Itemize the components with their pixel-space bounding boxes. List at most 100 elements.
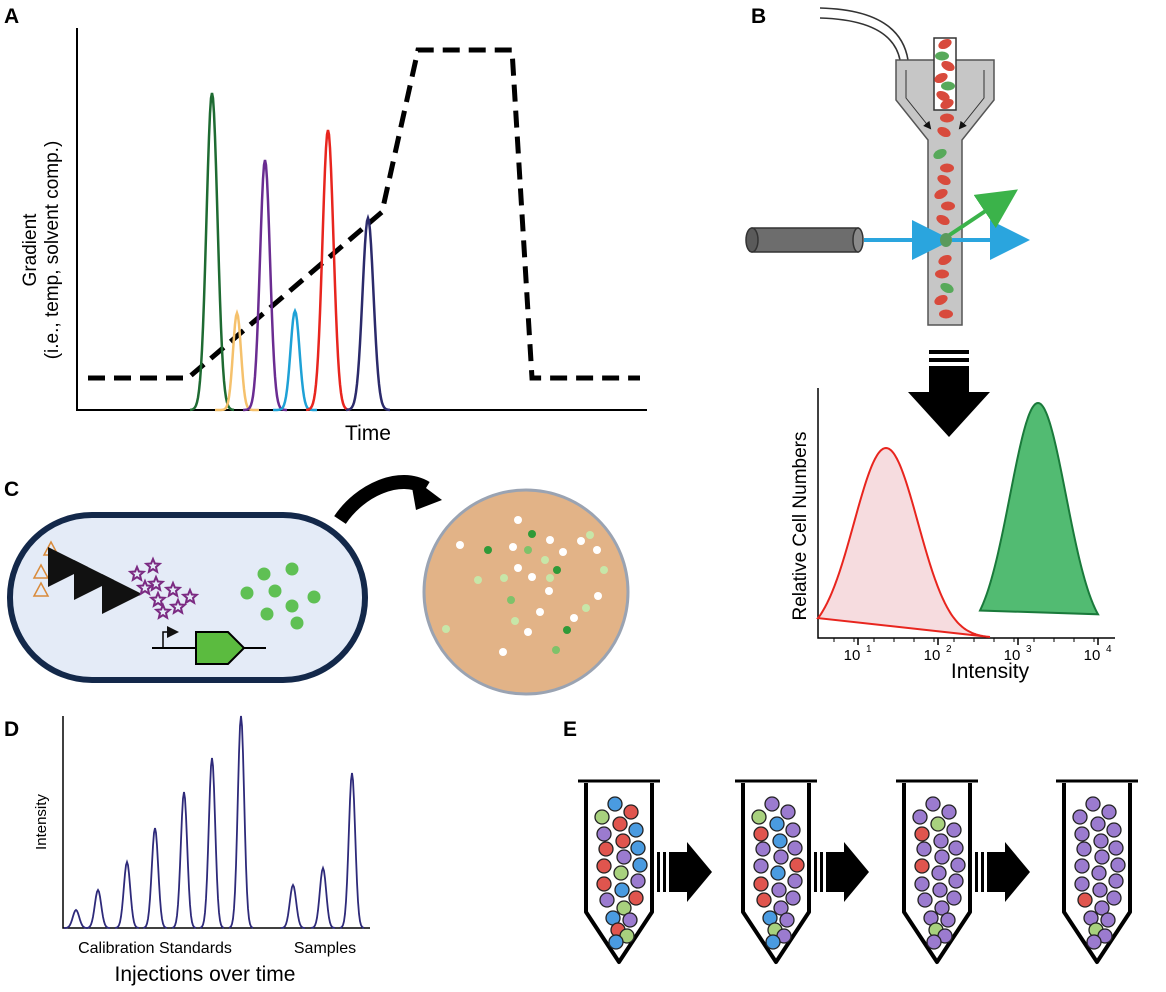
fluorescence-emission: [946, 189, 1018, 238]
bead: [596, 826, 612, 842]
bead: [1074, 826, 1090, 842]
histogram-axes: [817, 388, 1115, 639]
bead: [933, 833, 949, 849]
reporter-dot: [290, 616, 304, 630]
flow-cell-particle: [940, 98, 954, 110]
panel-a-label: A: [4, 5, 19, 28]
negative-population-curve: [816, 446, 991, 638]
bead: [946, 890, 962, 906]
colony: [552, 646, 560, 654]
chromatogram-peak-1: [189, 92, 235, 412]
injection-peak-7: [228, 715, 254, 929]
panel-d-label: D: [4, 718, 19, 741]
injection-peak-6: [199, 757, 225, 929]
bead: [914, 876, 930, 892]
bead: [614, 882, 630, 898]
bead: [934, 849, 950, 865]
bead: [917, 892, 933, 908]
panel-b-label: B: [751, 5, 766, 28]
bead: [948, 873, 964, 889]
histogram-tick-label: 10: [1004, 647, 1021, 664]
colony: [600, 566, 608, 574]
injection-peak-9: [310, 865, 336, 929]
histogram-tick-exponent: 2: [946, 644, 952, 655]
panel-d: D Intensity Calibration Standards Sample…: [4, 715, 370, 986]
bead: [632, 857, 648, 873]
bead: [630, 840, 646, 856]
colony: [514, 564, 522, 572]
colony: [593, 546, 601, 554]
sheath-flow-left: [905, 70, 932, 130]
bead: [616, 849, 632, 865]
colony: [514, 516, 522, 524]
flow-cell-particle: [935, 51, 949, 61]
bead: [769, 816, 785, 832]
tube-3: [896, 779, 978, 964]
bead: [1086, 934, 1102, 950]
flow-cell-particle: [940, 282, 954, 294]
bead: [607, 796, 623, 812]
panel-d-y-label: Intensity: [33, 794, 50, 850]
product-molecule-star: [168, 597, 188, 615]
colony: [563, 626, 571, 634]
chromatogram-peak-3: [243, 159, 287, 412]
enrichment-arrow-1: [657, 842, 712, 902]
bead: [612, 816, 628, 832]
sheath-tube-2: [819, 17, 901, 61]
bead: [1093, 833, 1109, 849]
colonies: [442, 516, 608, 656]
colony: [524, 628, 532, 636]
bead: [785, 890, 801, 906]
product-molecule-star: [127, 564, 147, 582]
injection-peaks: [64, 715, 365, 929]
histogram-x-label: Intensity: [951, 660, 1030, 683]
bead: [1091, 865, 1107, 881]
bead: [912, 809, 928, 825]
bead: [1101, 804, 1117, 820]
laser-aperture: [852, 227, 864, 253]
reporter-dot: [260, 607, 274, 621]
flow-cell-particle: [938, 38, 952, 50]
histogram-y-label: Relative Cell Numbers: [790, 431, 811, 620]
histogram-tick-exponent: 1: [866, 644, 872, 655]
colony: [546, 536, 554, 544]
panel-e-label: E: [563, 718, 577, 741]
bead: [1074, 876, 1090, 892]
laser-body: [751, 227, 859, 253]
product-molecule-star: [148, 590, 168, 608]
bead: [770, 865, 786, 881]
colony: [509, 543, 517, 551]
bead: [596, 858, 612, 874]
bead: [780, 804, 796, 820]
bead: [946, 822, 962, 838]
reporter-dot: [285, 599, 299, 613]
bead: [1108, 840, 1124, 856]
histogram-tick-label: 10: [1084, 647, 1101, 664]
bead: [1076, 841, 1092, 857]
samples-label: Samples: [294, 940, 356, 957]
bead: [779, 912, 795, 928]
tube-1: [578, 779, 660, 964]
bead: [789, 857, 805, 873]
sheath-flow-right: [958, 70, 985, 130]
bead: [753, 826, 769, 842]
product-molecule-star: [163, 580, 183, 598]
bead: [1074, 858, 1090, 874]
colony: [553, 566, 561, 574]
bead: [950, 857, 966, 873]
bead: [623, 804, 639, 820]
bead: [930, 816, 946, 832]
bead: [628, 822, 644, 838]
flow-cell-particle: [934, 188, 948, 200]
flow-cell-particle: [933, 148, 947, 160]
chromatogram-peak-2: [215, 309, 259, 412]
flow-cell-particle: [934, 72, 948, 84]
panel-a-axes: [76, 28, 647, 411]
bead: [1077, 892, 1093, 908]
bead: [1108, 873, 1124, 889]
chromatogram-peak-4: [273, 307, 317, 412]
chromatogram-peak-6: [346, 213, 390, 412]
